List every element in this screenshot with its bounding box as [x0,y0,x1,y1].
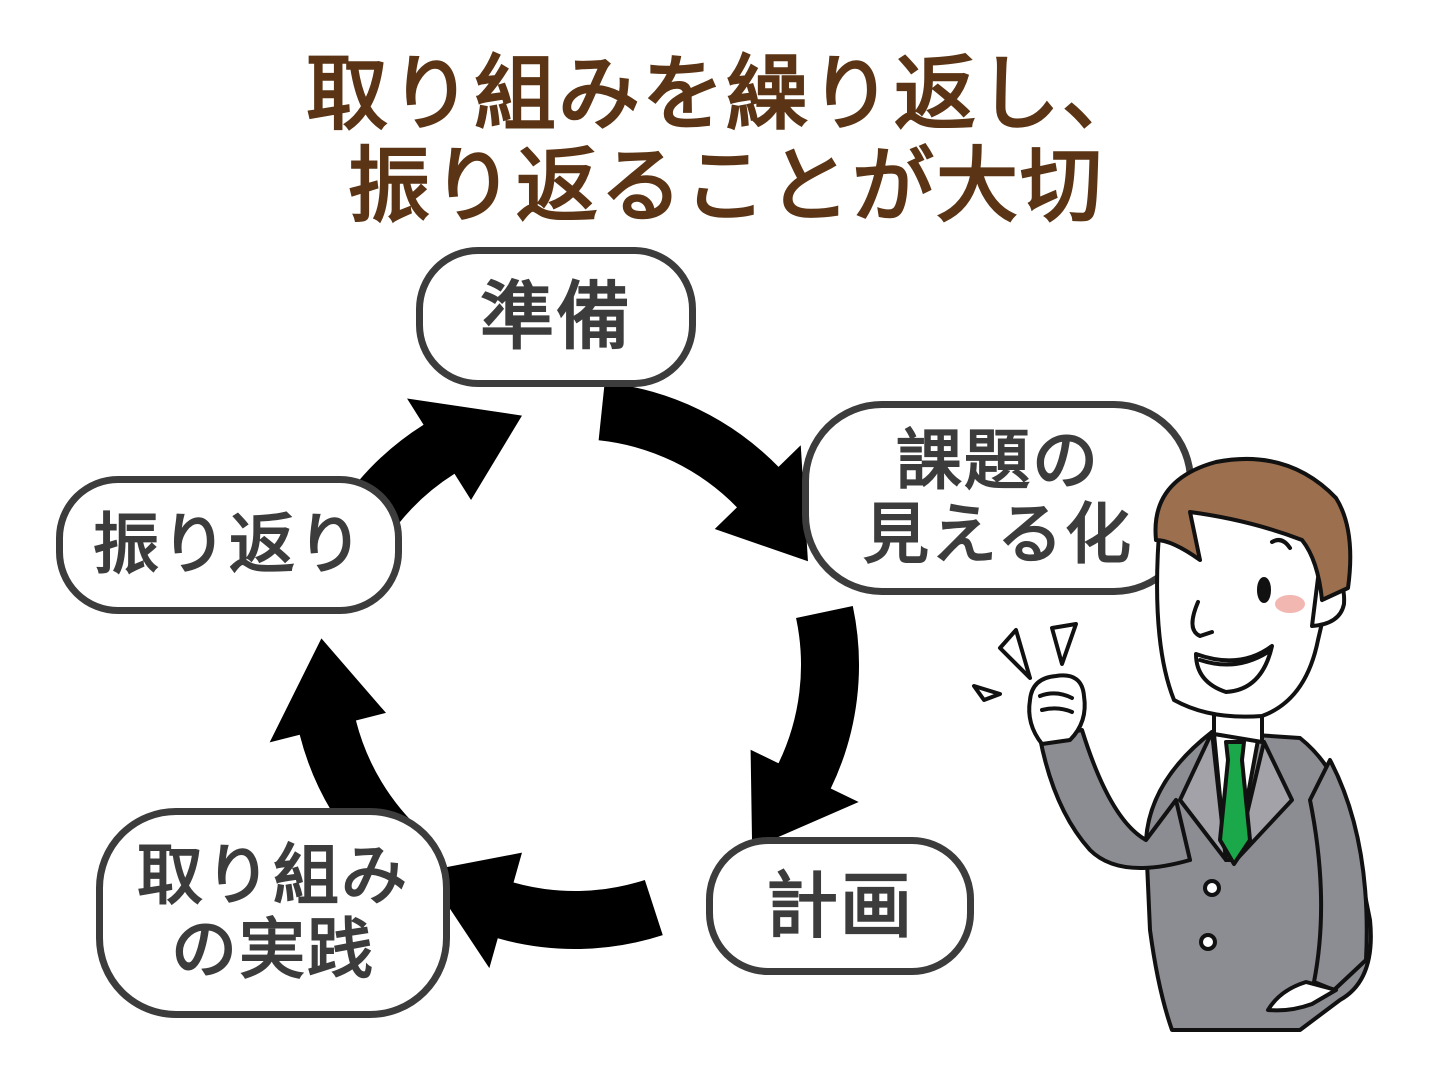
cheek [1275,595,1305,613]
node-visualize: 課題の 見える化 [802,401,1194,595]
arrow-plan-to-practice [425,852,663,969]
nose [1190,600,1214,638]
node-practice: 取り組み の実践 [96,808,450,1018]
lapel-left [1178,730,1228,862]
eyebrow [1270,538,1292,550]
businessman-fist-pump-icon [972,457,1373,1032]
arm-left [1038,728,1192,870]
node-review: 振り返り [56,476,402,614]
node-practice-label-2: の実践 [171,911,375,988]
node-prepare: 準備 [416,247,696,387]
suit-button-2 [1199,933,1217,951]
node-review-label-1: 振り返り [93,506,365,584]
node-practice-label-1: 取り組み [137,837,409,915]
arrow-visualize-to-plan [750,605,859,849]
title-line-2: 振り返ることが大切 [347,139,1104,234]
eye [1257,577,1271,603]
title-line-1: 取り組みを繰り返し、 [305,47,1146,142]
spark-mark-1 [972,684,1002,702]
fist-fingers [1038,691,1074,714]
hand-right [1266,980,1338,1013]
arm-right [1308,758,1369,992]
node-visualize-label-2: 見える化 [862,496,1134,573]
arrow-prepare-to-visualize [598,382,808,562]
hair [1153,457,1353,602]
tie [1218,740,1252,866]
spark-mark-2 [998,628,1032,680]
suit-button-1 [1203,879,1221,897]
spark-mark-3 [1050,622,1078,666]
node-prepare-label-1: 準備 [480,273,632,360]
teeth-line [1198,650,1270,667]
node-visualize-label-1: 課題の [896,422,1100,500]
node-plan: 計画 [706,837,974,975]
node-plan-label-1: 計画 [765,863,914,948]
